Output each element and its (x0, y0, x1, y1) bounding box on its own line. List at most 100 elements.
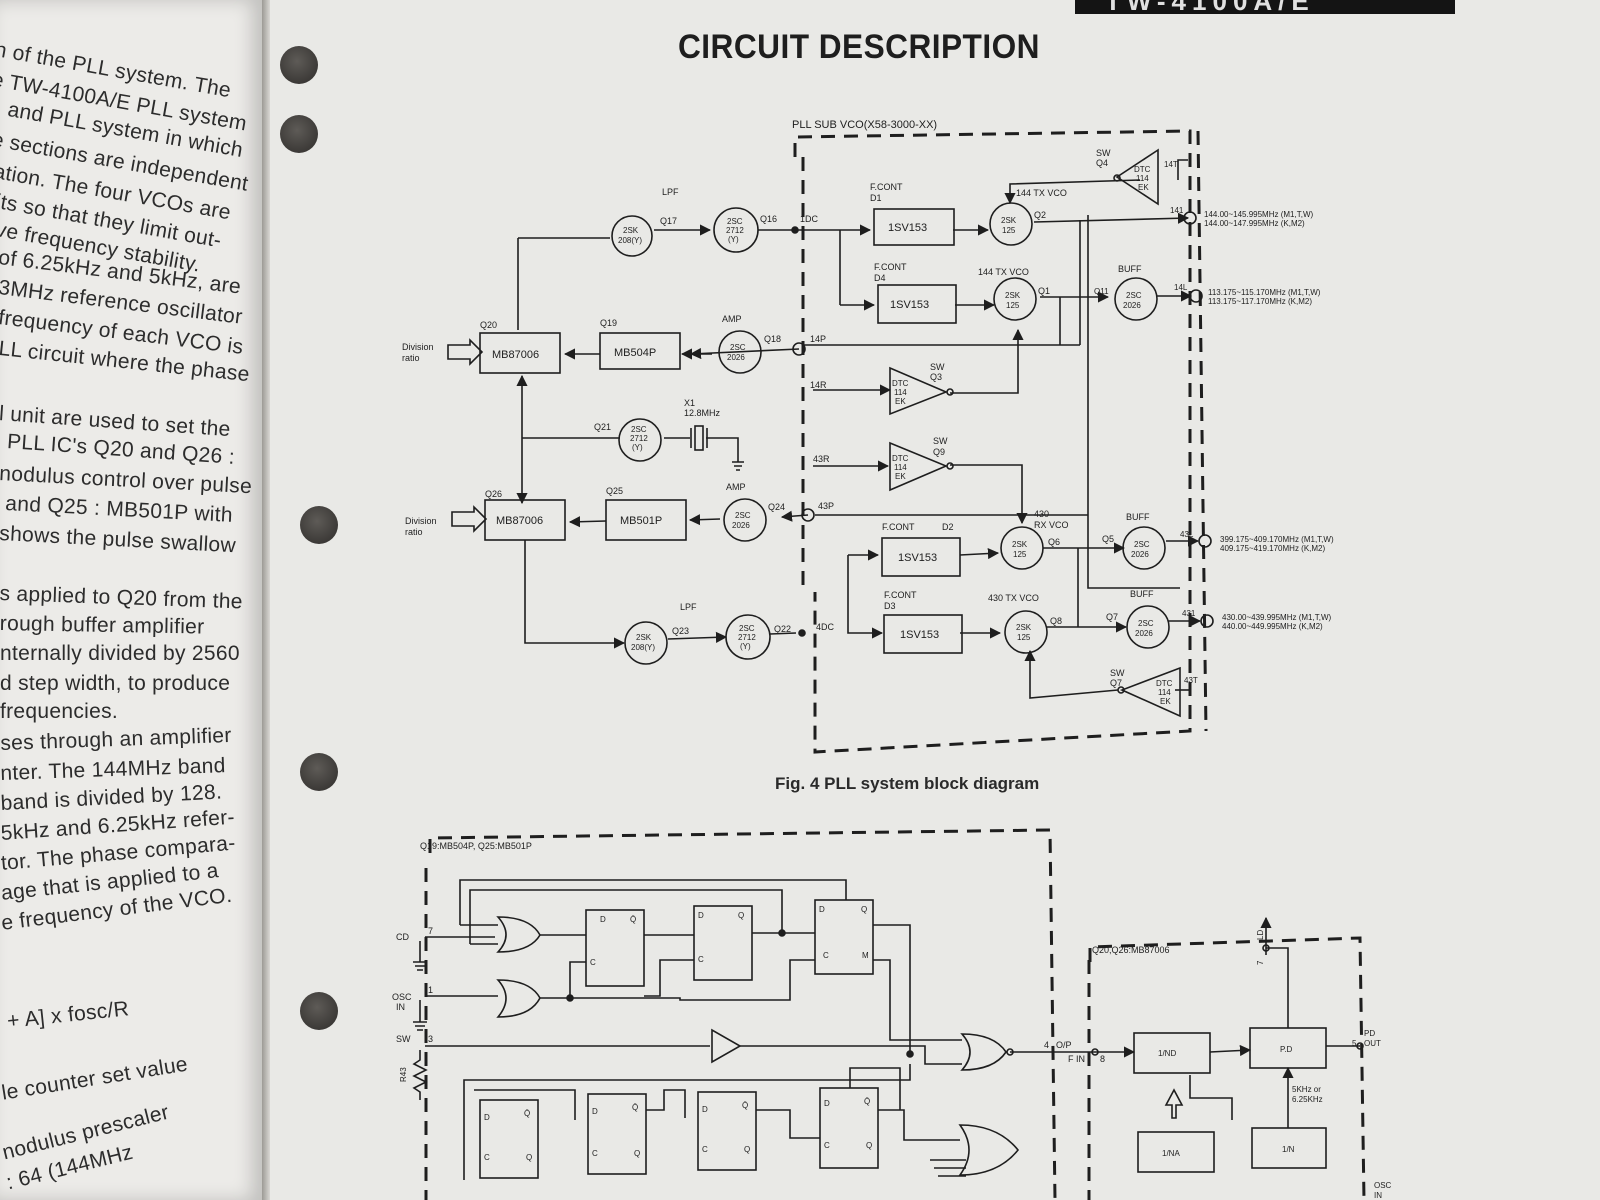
svg-text:1/ND: 1/ND (1158, 1049, 1176, 1058)
svg-text:114: 114 (1158, 688, 1171, 697)
svg-text:Q: Q (526, 1153, 532, 1162)
svg-text:114: 114 (894, 388, 907, 397)
q24-label: Q24 (768, 502, 785, 512)
svg-text:1DC: 1DC (800, 214, 819, 224)
section-title: CIRCUIT DESCRIPTION (678, 28, 1040, 66)
fcont-label: F.CONT (884, 590, 917, 600)
svg-text:43T: 43T (1184, 676, 1198, 685)
q7-label-sw: Q7 (1110, 678, 1122, 688)
division-ratio-label: Division (402, 342, 434, 352)
buffer-triangle (711, 1028, 742, 1064)
svg-text:2SK: 2SK (623, 226, 639, 235)
svg-text:EK: EK (1138, 183, 1149, 192)
binder-hole (300, 506, 338, 544)
d4-varicap: 1SV153 (890, 299, 929, 311)
flip-flop (697, 1091, 757, 1171)
sw-label: SW (1110, 668, 1125, 678)
q20-chip: MB87006 (492, 349, 539, 361)
output-144: 144.00~145.995MHz (M1,T,W) (1204, 210, 1313, 219)
svg-text:208(Y): 208(Y) (631, 643, 655, 652)
svg-text:F IN: F IN (1068, 1054, 1085, 1064)
flip-flop (814, 899, 874, 975)
division-ratio-label: Division (405, 516, 437, 526)
pll-ic-label: Q20,Q26:MB87006 (1092, 945, 1170, 955)
svg-text:125: 125 (1006, 301, 1020, 310)
amp-label: AMP (726, 482, 746, 492)
or-gate (496, 979, 541, 1018)
svg-text:D: D (702, 1105, 708, 1114)
q23-transistor (624, 621, 668, 665)
svg-text:14P: 14P (810, 334, 826, 344)
left-page-line: le counter set value (0, 1052, 190, 1105)
buff-label: BUFF (1126, 512, 1150, 522)
q25-chip: MB501P (620, 515, 662, 527)
book-spine (262, 0, 270, 1200)
svg-text:14L: 14L (1174, 283, 1188, 292)
svg-text:Q̄: Q̄ (632, 1103, 638, 1112)
svg-text:R43: R43 (399, 1067, 408, 1082)
pll-ic-boundary (1088, 936, 1366, 1200)
svg-text:7: 7 (428, 926, 433, 936)
buff-label: BUFF (1118, 264, 1142, 274)
output-399: 409.175~419.170MHz (K,M2) (1220, 544, 1326, 553)
left-page-line: shows the pulse swallow (0, 522, 237, 558)
svg-text:IN: IN (396, 1002, 405, 1012)
amp-label: AMP (722, 314, 742, 324)
q7-transistor (1126, 605, 1170, 649)
svg-text:D: D (484, 1113, 490, 1122)
svg-text:Q: Q (866, 1141, 872, 1150)
svg-text:2026: 2026 (1135, 629, 1153, 638)
svg-text:C: C (590, 958, 596, 967)
d1-varicap: 1SV153 (888, 222, 927, 234)
svg-text:DTC: DTC (1134, 165, 1151, 174)
svg-text:114: 114 (894, 463, 907, 472)
svg-text:2026: 2026 (732, 521, 750, 530)
svg-text:4: 4 (1044, 1040, 1049, 1050)
q22-label: Q22 (774, 624, 791, 634)
svg-text:1: 1 (428, 985, 433, 995)
page-header: TW-4100A/E (1075, 0, 1455, 14)
q24-transistor (723, 498, 767, 542)
svg-text:Q: Q (738, 911, 744, 920)
q5-label: Q5 (1102, 534, 1114, 544)
svg-text:DTC: DTC (1156, 679, 1173, 688)
svg-text:2712: 2712 (630, 434, 648, 443)
lpf-label: LPF (680, 602, 697, 612)
svg-text:C: C (698, 955, 704, 964)
sw-label: SW (1096, 148, 1111, 158)
q21-label: Q21 (594, 422, 611, 432)
flip-flop (693, 905, 753, 981)
svg-text:(Y): (Y) (740, 642, 751, 651)
svg-text:14R: 14R (810, 380, 827, 390)
sub-vco-label: PLL SUB VCO(X58-3000-XX) (792, 119, 937, 131)
prescaler-label: Q19:MB504P, Q25:MB501P (420, 841, 532, 851)
svg-text:Q: Q (744, 1145, 750, 1154)
svg-text:LD: LD (1256, 930, 1265, 940)
left-page-line: + A] x fosc/R (6, 997, 131, 1033)
svg-text:141: 141 (1170, 206, 1184, 215)
xtal-freq: 12.8MHz (684, 408, 721, 418)
q19-chip: MB504P (614, 347, 656, 359)
svg-text:C: C (702, 1145, 708, 1154)
svg-text:5KHz or: 5KHz or (1292, 1085, 1321, 1094)
svg-text:2SC: 2SC (631, 425, 647, 434)
svg-text:O/P: O/P (1056, 1040, 1072, 1050)
output-430: 430.00~439.995MHz (M1,T,W) (1222, 613, 1331, 622)
svg-text:C: C (824, 1141, 830, 1150)
svg-text:125: 125 (1002, 226, 1016, 235)
q3-label: Q3 (930, 372, 942, 382)
svg-text:CD: CD (396, 932, 409, 942)
flip-flop (479, 1099, 539, 1179)
fcont-label: F.CONT (870, 182, 903, 192)
flip-flop (819, 1087, 879, 1169)
svg-text:2SC: 2SC (735, 511, 751, 520)
q25-label: Q25 (606, 486, 623, 496)
svg-text:125: 125 (1017, 633, 1031, 642)
svg-text:SW: SW (396, 1034, 411, 1044)
svg-text:43P: 43P (818, 501, 834, 511)
svg-text:D: D (600, 915, 606, 924)
d3-varicap: 1SV153 (900, 629, 939, 641)
left-page-line: d step width, to produce (0, 672, 231, 695)
left-page-line: nternally divided by 2560 (0, 642, 240, 665)
